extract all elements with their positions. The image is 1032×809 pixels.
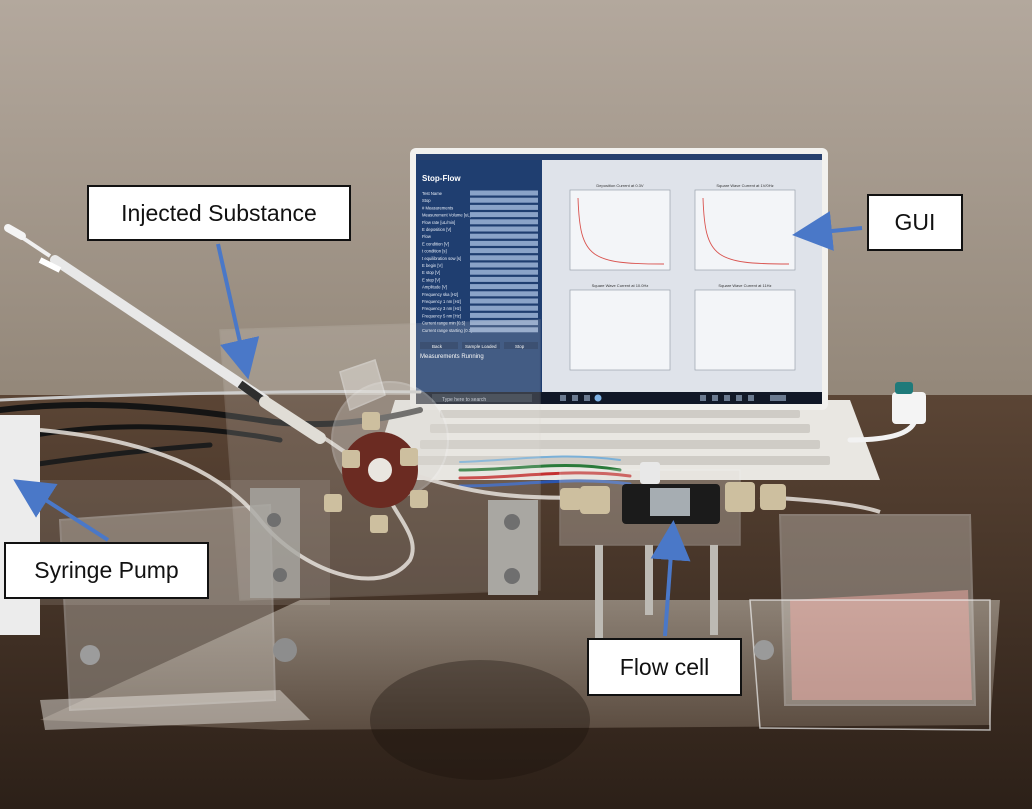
- arrow-gui: [792, 211, 863, 251]
- gui-field-label: Flow: [422, 234, 432, 239]
- gui-stop-button[interactable]: [504, 342, 538, 349]
- gui-field-label: E stop [V]: [422, 270, 440, 275]
- gui-plot-title: Square Wave Current at 10.0Hz: [592, 283, 649, 288]
- gui-plot-title: Square Wave Current at 11Hz: [718, 283, 771, 288]
- mounting-brackets: [250, 488, 538, 598]
- gui-field-input[interactable]: [470, 219, 538, 225]
- usb-adapter: [892, 392, 926, 424]
- gui-status-text: Measurements Running: [420, 354, 484, 360]
- gui-plot-frame: [694, 289, 796, 371]
- gui-plot-frame: [569, 289, 671, 371]
- sample-container-right: [749, 514, 991, 731]
- table-reflection: [370, 660, 590, 780]
- gui-field-input[interactable]: [470, 197, 538, 203]
- gui-field-label: Stop: [422, 198, 431, 203]
- gui-field-label: E condition [V]: [422, 241, 449, 246]
- gui-field-label: Current range starting (0.1): [422, 328, 473, 333]
- arrow-syringe-pump: [13, 479, 110, 542]
- gui-plot: Deposition Current at 0.3V: [569, 183, 671, 271]
- gui-field-label: Frequency 5 nm [Hz]: [422, 313, 461, 318]
- gui-plot-frame: [569, 189, 671, 271]
- syringe-pump-body: [0, 415, 40, 635]
- gui-field-label: t condition [s]: [422, 249, 447, 254]
- gui-field-input[interactable]: [470, 269, 538, 275]
- gui-field-label: Flow rate [uL/min]: [422, 220, 455, 225]
- gui-field-input[interactable]: [470, 262, 538, 268]
- gui-field-label: Test Name: [422, 191, 443, 196]
- label-flow-cell: Flow cell: [587, 638, 742, 696]
- gui-field-label: Measurement Volume [uL]: [422, 213, 471, 218]
- gui-field-label: E deposition [V]: [422, 227, 451, 232]
- label-injected-substance: Injected Substance: [87, 185, 351, 241]
- taskbar-search-box[interactable]: [432, 394, 532, 402]
- gui-sample-loaded-label: Sample Loaded: [465, 344, 497, 349]
- gui-plot-area: Deposition Current at 0.3V Square Wave Cu…: [542, 160, 822, 392]
- gui-field-input[interactable]: [470, 190, 538, 196]
- gui-field-input[interactable]: [470, 276, 538, 282]
- gui-field-label: t equilibration sow [s]: [422, 256, 461, 261]
- gui-field-label: E begin [V]: [422, 263, 443, 268]
- annotation-arrows: [13, 211, 863, 637]
- gui-field-input[interactable]: [470, 320, 538, 326]
- gui-plot-title: Square Wave Current at 1V/0Hz: [716, 183, 773, 188]
- gui-back-label: Back: [432, 344, 443, 349]
- gui-sample-loaded-button[interactable]: [462, 342, 500, 349]
- label-syringe-pump: Syringe Pump: [4, 542, 209, 599]
- gui-panel-title: Stop-Flow: [422, 174, 461, 183]
- taskbar-icons: [560, 394, 786, 402]
- gui-field-input[interactable]: [470, 204, 538, 210]
- gui-field-label: Frequency 3 nm [Hz]: [422, 306, 461, 311]
- gui-field-label: Current range min [0.5]: [422, 321, 465, 326]
- gui-field-label: Frequency 1 nm [Hz]: [422, 299, 461, 304]
- gui-plot-curve: [702, 197, 790, 265]
- gui-field-input[interactable]: [470, 312, 538, 318]
- gui-plot: Square Wave Current at 10.0Hz: [569, 283, 671, 371]
- arrow-injected-substance: [216, 243, 260, 380]
- gui-back-button[interactable]: [420, 342, 458, 349]
- gui-field-input[interactable]: [470, 212, 538, 218]
- flow-cell-assembly: [559, 462, 786, 640]
- gui-field-input[interactable]: [470, 305, 538, 311]
- arrow-flow-cell: [650, 520, 691, 637]
- gui-plots: Deposition Current at 0.3V Square Wave Cu…: [569, 183, 796, 371]
- gui-field-input[interactable]: [470, 291, 538, 297]
- gui-plot-curve: [577, 197, 665, 265]
- gui-field-input[interactable]: [470, 248, 538, 254]
- gui-field-label: Amplitude [V]: [422, 285, 447, 290]
- gui-field-label: E step [V]: [422, 277, 440, 282]
- injection-valve: [324, 359, 449, 533]
- gui-stop-label: Stop: [515, 344, 525, 349]
- gui-buttons: Back Sample Loaded Stop: [420, 342, 538, 349]
- gui-field-input[interactable]: [470, 327, 538, 333]
- label-gui: GUI: [867, 194, 963, 251]
- gui-field-input[interactable]: [470, 255, 538, 261]
- gui-field-input[interactable]: [470, 284, 538, 290]
- taskbar-search-text: Type here to search: [442, 397, 486, 403]
- gui-field-input[interactable]: [470, 226, 538, 232]
- windows-taskbar: Type here to search: [416, 392, 822, 404]
- gui-plot: Square Wave Current at 11Hz: [694, 283, 796, 371]
- gui-field-input[interactable]: [470, 233, 538, 239]
- gui-plot-title: Deposition Current at 0.3V: [596, 183, 643, 188]
- gui-field-input[interactable]: [470, 298, 538, 304]
- usb-adapter-plug: [895, 382, 913, 394]
- gui-plot-frame: [694, 189, 796, 271]
- gui-field-label: # Measurements: [422, 205, 453, 210]
- gui-plot: Square Wave Current at 1V/0Hz: [694, 183, 796, 271]
- gui-field-input[interactable]: [470, 240, 538, 246]
- gui-field-label: Frequency ska [Hz]: [422, 292, 458, 297]
